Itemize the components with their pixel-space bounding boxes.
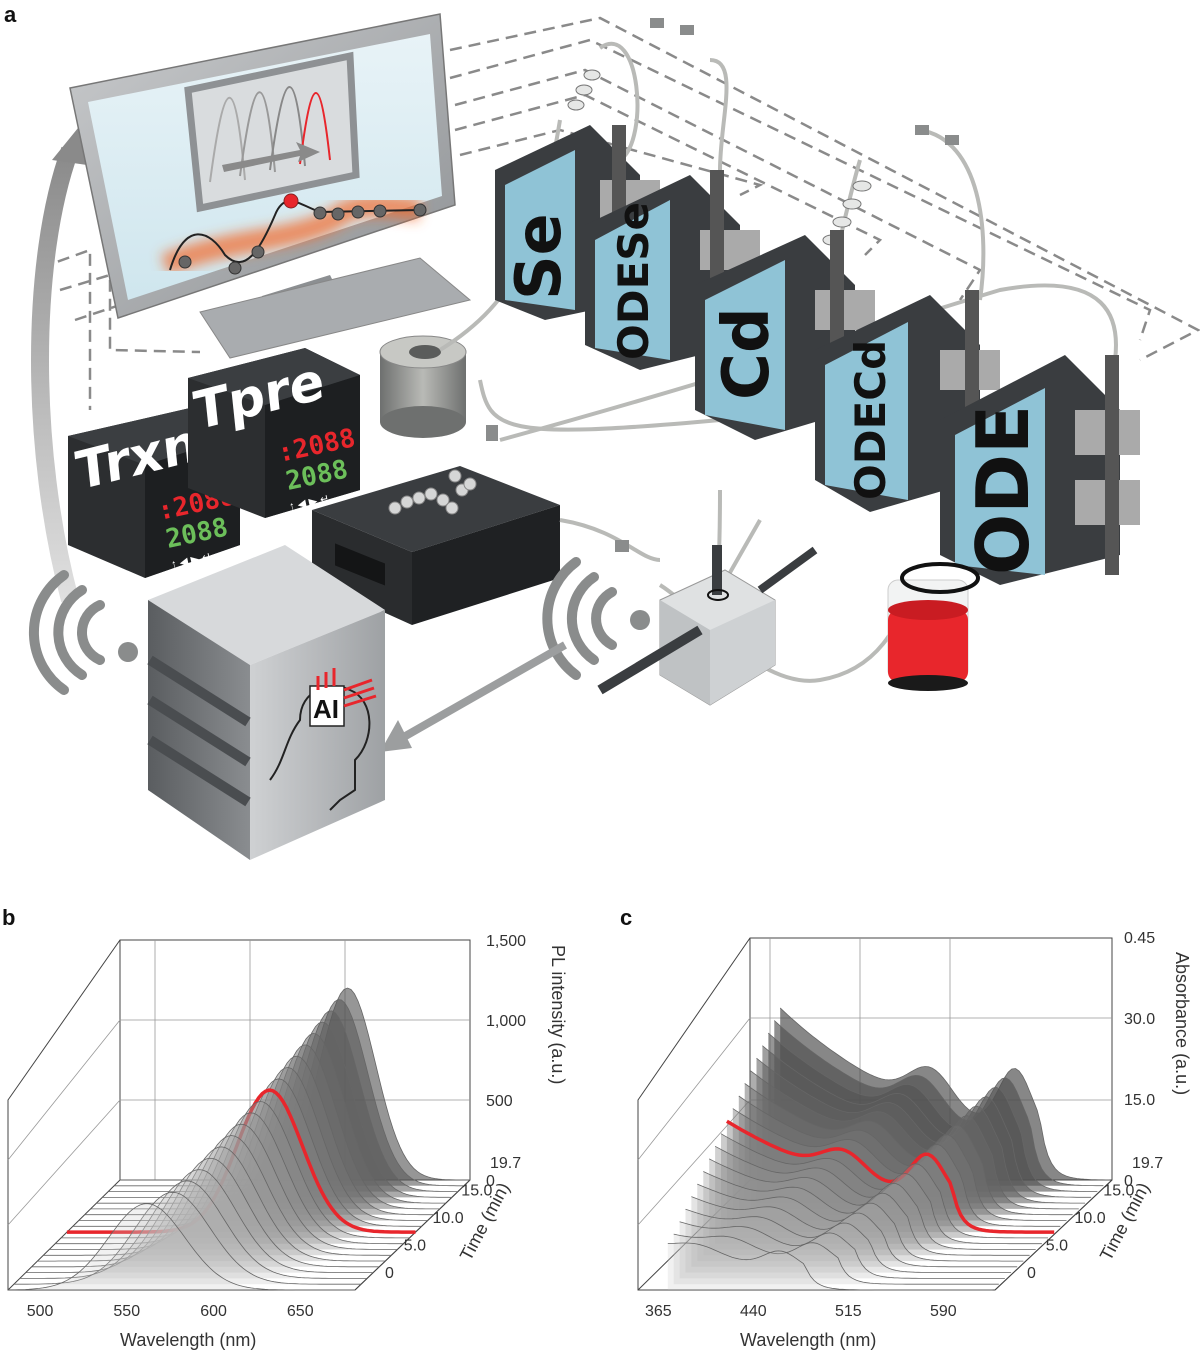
wifi-icon-flowcell bbox=[547, 562, 612, 675]
chart-c-x-ticks: 365 440 515 590 bbox=[645, 1303, 957, 1320]
panel-a: a bbox=[4, 2, 1198, 860]
panel-label-c: c bbox=[620, 905, 632, 930]
ai-chip-label: AI bbox=[313, 694, 339, 724]
chart-b-y-tick: 1,500 bbox=[486, 933, 526, 950]
chart-c-ylabel: Absorbance (a.u.) bbox=[1172, 952, 1192, 1095]
chart-b-xlabel: Wavelength (nm) bbox=[120, 1330, 256, 1350]
chart-c-x-tick: 515 bbox=[835, 1303, 862, 1320]
chart-b-y-tick: 1,000 bbox=[486, 1013, 526, 1030]
screen-best-point bbox=[284, 194, 298, 208]
chart-b: 500550600650 05001,0001,500 05.010.015.0… bbox=[8, 933, 568, 1350]
chart-c-z-tick: 5.0 bbox=[1046, 1238, 1068, 1255]
chart-b-x-tick: 550 bbox=[113, 1303, 140, 1320]
chart-b-z-tick: 5.0 bbox=[404, 1238, 426, 1255]
pump-se-label: Se bbox=[502, 213, 575, 300]
feedback-arrow bbox=[40, 150, 70, 600]
chart-c-y-tick: 0.45 bbox=[1124, 930, 1155, 947]
chart-b-x-tick: 600 bbox=[200, 1303, 227, 1320]
ai-server: AI bbox=[148, 545, 385, 860]
chart-b-z-tick: 19.7 bbox=[490, 1155, 521, 1172]
wifi-dot-flowcell bbox=[630, 610, 650, 630]
chart-b-z-tick: 0 bbox=[385, 1265, 394, 1282]
data-arrow bbox=[395, 645, 565, 742]
chart-c-z-tick: 0 bbox=[1027, 1265, 1036, 1282]
pump-odecd-label: ODECd bbox=[846, 340, 895, 500]
chart-b-y-tick: 500 bbox=[486, 1093, 513, 1110]
panel-label-a: a bbox=[4, 2, 17, 27]
chart-c-x-tick: 365 bbox=[645, 1303, 672, 1320]
chart-b-x-ticks: 500 550 600 650 bbox=[27, 1303, 314, 1320]
pump-ode-label: ODE bbox=[961, 405, 1045, 575]
chart-b-curves bbox=[8, 988, 470, 1290]
heater-cylinder bbox=[380, 336, 466, 438]
chart-b-ylabel: PL intensity (a.u.) bbox=[548, 945, 568, 1084]
chart-c-z-tick: 10.0 bbox=[1075, 1210, 1106, 1227]
monitor bbox=[70, 14, 470, 358]
chart-c-z-tick: 19.7 bbox=[1132, 1155, 1163, 1172]
chart-c-y-tick: 30.0 bbox=[1124, 1011, 1155, 1028]
chart-c-x-tick: 440 bbox=[740, 1303, 767, 1320]
pump-odese-label: ODESe bbox=[609, 202, 658, 360]
chart-c-xlabel: Wavelength (nm) bbox=[740, 1330, 876, 1350]
panel-label-b: b bbox=[2, 905, 15, 930]
chart-b-z-tick: 10.0 bbox=[433, 1210, 464, 1227]
chart-c-x-tick: 590 bbox=[930, 1303, 957, 1320]
collection-vial bbox=[888, 564, 978, 691]
chart-b-x-tick: 500 bbox=[27, 1303, 54, 1320]
chart-c-y-tick: 15.0 bbox=[1124, 1092, 1155, 1109]
pump-cd-label: Cd bbox=[710, 307, 784, 400]
wifi-dot-server bbox=[118, 642, 138, 662]
controller-tpre: Tpre :2088 2088 ↑ ◀ ▶ ↵ bbox=[188, 348, 360, 518]
chart-c-y-ticks: 015.030.00.45 bbox=[1124, 930, 1155, 1190]
chart-b-x-tick: 650 bbox=[287, 1303, 314, 1320]
